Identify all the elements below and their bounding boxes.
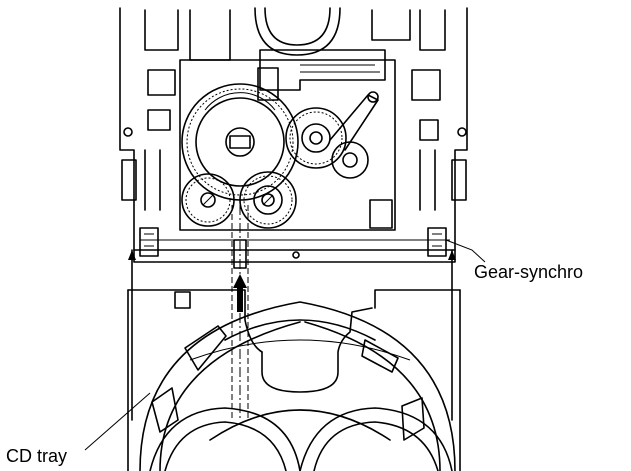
cd-tray-drawing	[127, 289, 461, 471]
leader-lines	[84, 239, 486, 451]
gear-synchro-label: Gear-synchro	[474, 262, 584, 282]
gear-synchro-pins	[128, 227, 456, 421]
gear-train	[181, 83, 347, 229]
cd-tray-label: CD tray	[6, 446, 68, 466]
center-slide	[231, 205, 249, 420]
chassis	[119, 7, 468, 263]
